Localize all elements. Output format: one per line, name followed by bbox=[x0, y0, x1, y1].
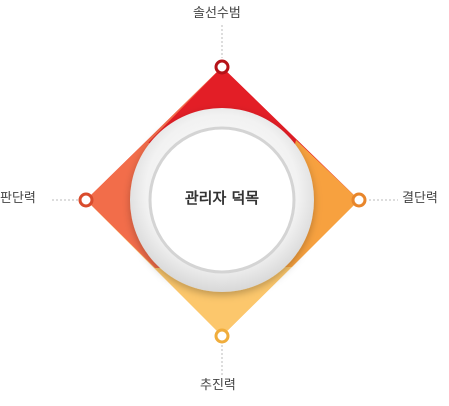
node-marker-top bbox=[214, 59, 230, 75]
node-marker-right bbox=[351, 192, 367, 208]
label-bottom: 추진력 bbox=[200, 378, 236, 393]
center-title: 관리자 덕목 bbox=[184, 189, 260, 207]
center-inner-border bbox=[148, 126, 296, 274]
node-marker-bottom bbox=[214, 328, 230, 344]
label-right: 결단력 bbox=[402, 191, 438, 206]
label-left: 판단력 bbox=[0, 191, 36, 206]
label-top: 솔선수범 bbox=[193, 6, 241, 21]
node-marker-left bbox=[78, 192, 94, 208]
